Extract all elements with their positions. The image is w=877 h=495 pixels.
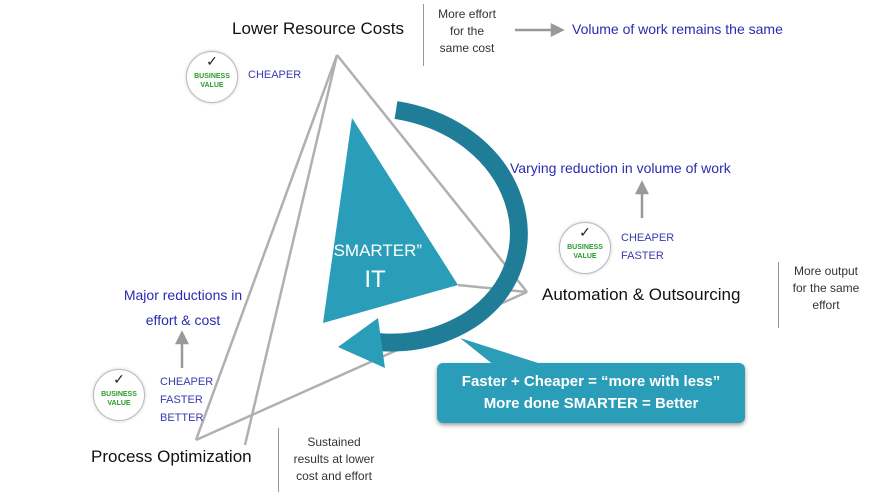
arrow-right-icon [550, 22, 565, 38]
process-title: Process Optimization [91, 447, 252, 466]
edge [336, 54, 528, 293]
lower-resource-costs-title: Lower Resource Costs [232, 19, 404, 38]
arrow-up-icon [634, 180, 650, 195]
center-label-line1: “SMARTER” [327, 241, 423, 260]
checkmark-icon: ✓ [113, 371, 125, 387]
arrow-up-icon [174, 330, 190, 345]
summary-callout: Faster + Cheaper = “more with less”More … [437, 363, 745, 423]
automation-title: Automation & Outsourcing [542, 285, 741, 304]
center-label-line2: IT [364, 266, 386, 293]
lower-resource-costs-result: Volume of work remains the same [572, 21, 783, 37]
benefit: CHEAPER [248, 69, 302, 81]
automation-result: Varying reduction in volume of work [510, 160, 731, 176]
checkmark-icon: ✓ [206, 53, 218, 69]
cycle-arrowhead [338, 318, 385, 368]
smarter-it-triangle [323, 118, 458, 323]
checkmark-icon: ✓ [579, 224, 591, 240]
edge [243, 54, 339, 446]
cycle-arc [363, 101, 528, 352]
edge [194, 54, 339, 441]
callout-pointer [460, 338, 560, 370]
